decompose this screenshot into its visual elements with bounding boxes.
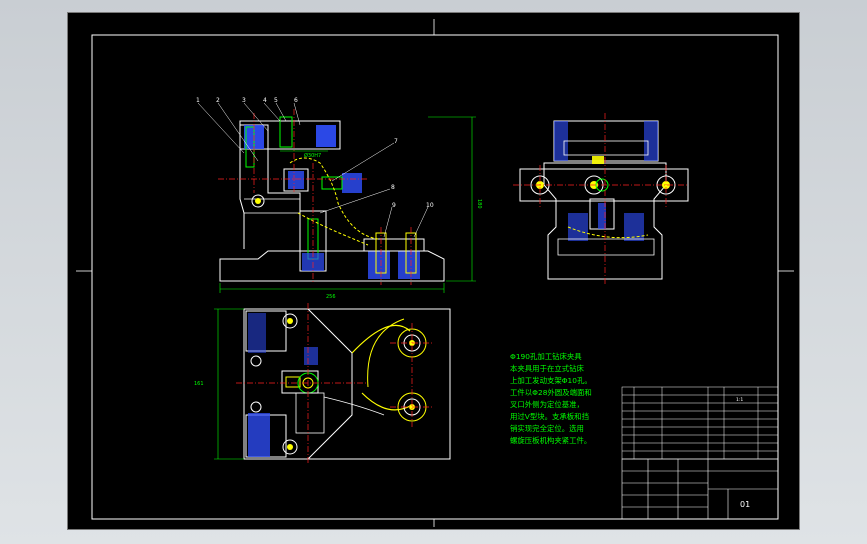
title-block-scale: 1:1 xyxy=(736,397,743,403)
part-label-10: 10 xyxy=(426,202,434,209)
inner-border xyxy=(91,34,779,520)
note-line-1: Φ190孔加工钻床夹具 xyxy=(510,352,582,361)
part-label-9: 9 xyxy=(392,202,396,209)
frame-ticks xyxy=(76,19,794,527)
parts-list xyxy=(621,386,779,460)
part-label-2: 2 xyxy=(216,97,220,104)
front-bore-dim: Ø30H7 xyxy=(304,152,321,159)
part-label-1: 1 xyxy=(196,97,200,104)
side-view xyxy=(513,113,689,285)
part-label-3: 3 xyxy=(242,97,246,104)
note-line-4: 工件以Φ28外圆及端面和 xyxy=(510,388,592,397)
title-block-drawing-no: 01 xyxy=(740,500,750,509)
part-label-5: 5 xyxy=(274,97,278,104)
note-line-5: 叉口外侧为定位基准， xyxy=(510,400,584,409)
front-height-dim: 180 xyxy=(476,199,482,209)
front-width-dim: 256 xyxy=(326,294,336,300)
drawing-canvas: 256 180 Ø30H7 1 2 3 xyxy=(76,19,794,527)
technical-notes: Φ190孔加工钻床夹具 本夹具用于在立式钻床 上加工发动支架Φ10孔。 工件以Φ… xyxy=(510,352,592,445)
top-view: 161 xyxy=(194,303,451,465)
note-line-8: 螺旋压板机构夹紧工件。 xyxy=(510,436,591,445)
note-line-6: 用过V型块。支承板和挡 xyxy=(510,412,589,421)
part-label-4: 4 xyxy=(263,97,267,104)
drawing-sheet: 256 180 Ø30H7 1 2 3 xyxy=(67,12,800,530)
part-label-7: 7 xyxy=(394,138,398,145)
top-height-dim: 161 xyxy=(194,381,204,387)
title-block xyxy=(621,458,779,520)
front-view: 256 180 Ø30H7 1 2 3 xyxy=(196,97,482,300)
note-line-7: 销实现完全定位。选用 xyxy=(510,424,584,433)
part-label-8: 8 xyxy=(391,184,395,191)
note-line-2: 本夹具用于在立式钻床 xyxy=(510,364,585,373)
note-line-3: 上加工发动支架Φ10孔。 xyxy=(510,376,592,385)
part-label-6: 6 xyxy=(294,97,298,104)
